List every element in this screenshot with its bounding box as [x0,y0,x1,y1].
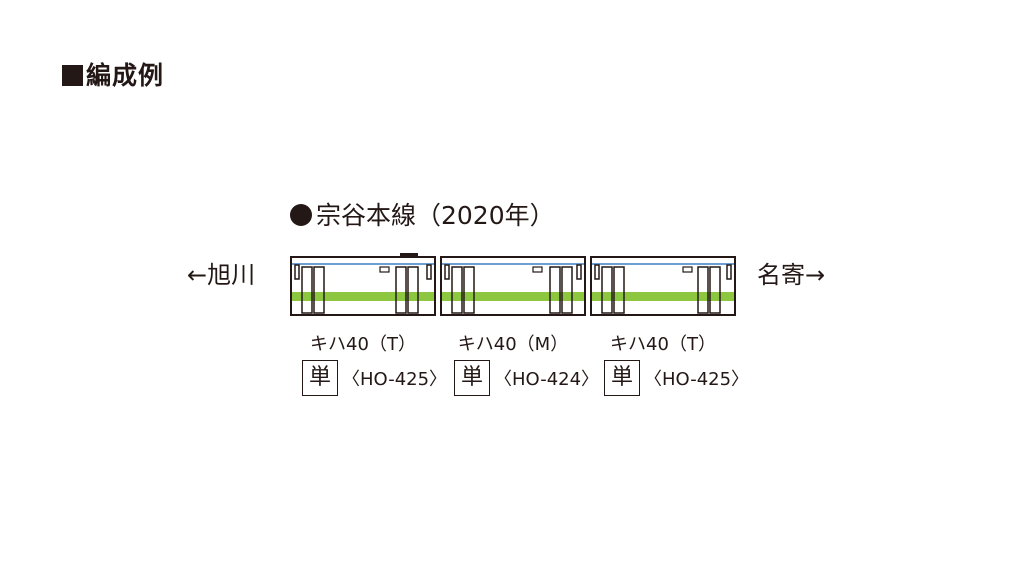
car-door [697,266,709,314]
car-door [463,266,475,314]
green-stripe [292,292,434,301]
car-2-unit: 単〈HO-424〉 [454,360,599,396]
line-title-text: 宗谷本線（2020年） [316,201,555,230]
circle-bullet-icon [290,204,312,226]
railcar-3-drawing [590,256,736,316]
single-unit-badge: 単 [302,360,338,396]
car-1-label: キハ40（T） [310,334,416,355]
car-door [313,266,325,314]
blue-stripe [292,263,434,265]
car-door [407,266,419,314]
car-1-unit: 単〈HO-425〉 [302,360,447,396]
product-code: 〈HO-425〉 [644,369,750,390]
car-3-unit: 単〈HO-425〉 [604,360,749,396]
car-3-label: キハ40（T） [610,334,716,355]
railcar-1-drawing [290,253,436,316]
direction-right-label: 名寄→ [757,261,826,289]
direction-left-label: ←旭川 [187,261,256,289]
square-bullet-icon [62,65,83,86]
blue-stripe [442,263,584,265]
car-door [561,266,573,314]
line-title: 宗谷本線（2020年） [290,196,555,232]
railcar-2-drawing [440,256,586,316]
green-stripe [592,292,734,301]
car-door [613,266,625,314]
green-stripe [442,292,584,301]
product-code: 〈HO-425〉 [342,369,448,390]
car-door [709,266,721,314]
single-unit-badge: 単 [454,360,490,396]
roof-vent [400,253,418,257]
single-unit-badge: 単 [604,360,640,396]
car-door [601,266,613,314]
section-heading-text: 編成例 [86,61,165,90]
car-door [549,266,561,314]
product-code: 〈HO-424〉 [494,369,600,390]
car-door [451,266,463,314]
car-door [301,266,313,314]
blue-stripe [592,263,734,265]
car-door [395,266,407,314]
car-2-label: キハ40（M） [457,334,569,355]
section-heading: 編成例 [62,56,164,92]
